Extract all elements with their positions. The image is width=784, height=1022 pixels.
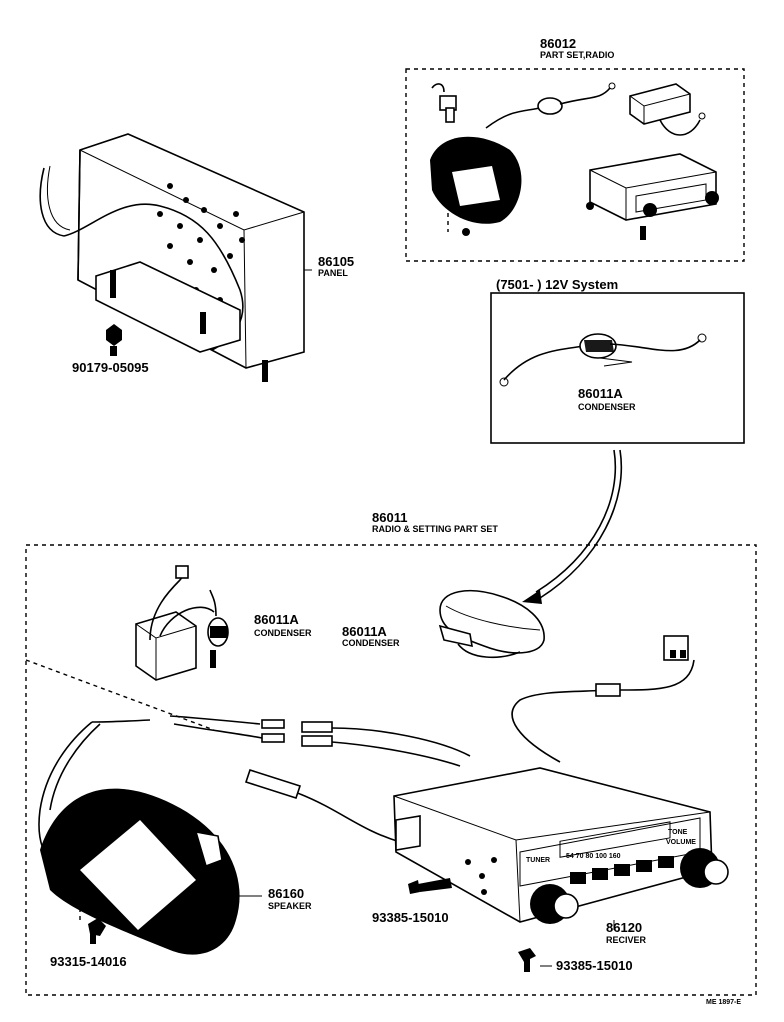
condenser-12v-icon bbox=[499, 333, 707, 387]
screw-receiver-a-number: 93385-15010 bbox=[372, 910, 449, 925]
receiver-tuner-label: TUNER bbox=[526, 857, 550, 864]
condenser-center-name: CONDENSER bbox=[342, 638, 400, 648]
radio-setting-set-frame bbox=[25, 544, 757, 996]
bolt-90179-number: 90179-05095 bbox=[72, 360, 149, 375]
radio-setting-set-number: 86011 bbox=[372, 510, 407, 525]
radio-setting-set-name: RADIO & SETTING PART SET bbox=[372, 524, 498, 534]
speaker-group: 86160 SPEAKER 93315-14016 bbox=[40, 788, 312, 969]
leader-dashed-line bbox=[25, 659, 215, 731]
system-12v-title: (7501- ) 12V System bbox=[496, 277, 618, 292]
part-set-radio-group: 86012 PART SET,RADIO bbox=[405, 36, 745, 262]
panel-number: 86105 bbox=[318, 254, 354, 269]
figure-code: ME 1897-E bbox=[706, 999, 741, 1006]
condenser-left-name: CONDENSER bbox=[254, 628, 312, 638]
part-set-radio-name: PART SET,RADIO bbox=[540, 50, 614, 60]
receiver-preset-buttons bbox=[570, 856, 674, 884]
part-set-radio-number: 86012 bbox=[540, 36, 576, 51]
panel-name: PANEL bbox=[318, 268, 348, 278]
wiring-harness bbox=[38, 635, 695, 871]
receiver-dial-scale: 54 70 80 100 160 bbox=[566, 853, 621, 860]
receiver-tone-label: TONE bbox=[668, 829, 688, 836]
receiver-name: RECIVER bbox=[606, 935, 647, 945]
receiver-number: 86120 bbox=[606, 920, 642, 935]
condenser-left-group: 86011A CONDENSER bbox=[135, 565, 312, 681]
small-speaker-icon bbox=[430, 136, 522, 236]
system-12v-group: (7501- ) 12V System 86011A CONDENSER bbox=[490, 277, 745, 444]
system-12v-frame bbox=[490, 292, 745, 444]
condenser-center-group: 86011A CONDENSER bbox=[342, 590, 545, 659]
receiver-right-knob bbox=[680, 848, 729, 888]
inline-condenser-icon bbox=[485, 82, 616, 129]
condenser-left-number: 86011A bbox=[254, 612, 299, 627]
screw-receiver-b-group: 93385-15010 bbox=[518, 948, 633, 973]
connector-icon bbox=[431, 83, 457, 123]
receiver-volume-label: VOLUME bbox=[666, 839, 696, 846]
condenser-center-number: 86011A bbox=[342, 624, 387, 639]
panel-group: 86105 PANEL bbox=[39, 133, 354, 382]
bolt-90179-group: 90179-05095 bbox=[72, 324, 149, 375]
part-set-radio-frame bbox=[405, 68, 745, 262]
screw-receiver-a-group: 93385-15010 bbox=[372, 878, 452, 925]
small-receiver-icon bbox=[586, 153, 719, 240]
speaker-number: 86160 bbox=[268, 886, 304, 901]
receiver-left-knob bbox=[530, 884, 579, 924]
screw-speaker-number: 93315-14016 bbox=[50, 954, 127, 969]
condenser-12v-name: CONDENSER bbox=[578, 402, 636, 412]
screw-receiver-b-number: 93385-15010 bbox=[556, 958, 633, 973]
receiver-group: TUNER 54 70 80 100 160 TONE VOLUME 86120… bbox=[393, 767, 729, 945]
arrow-12v-to-condenser bbox=[522, 449, 623, 604]
ignition-box-icon bbox=[629, 83, 706, 136]
speaker-name: SPEAKER bbox=[268, 901, 312, 911]
condenser-12v-number: 86011A bbox=[578, 386, 623, 401]
